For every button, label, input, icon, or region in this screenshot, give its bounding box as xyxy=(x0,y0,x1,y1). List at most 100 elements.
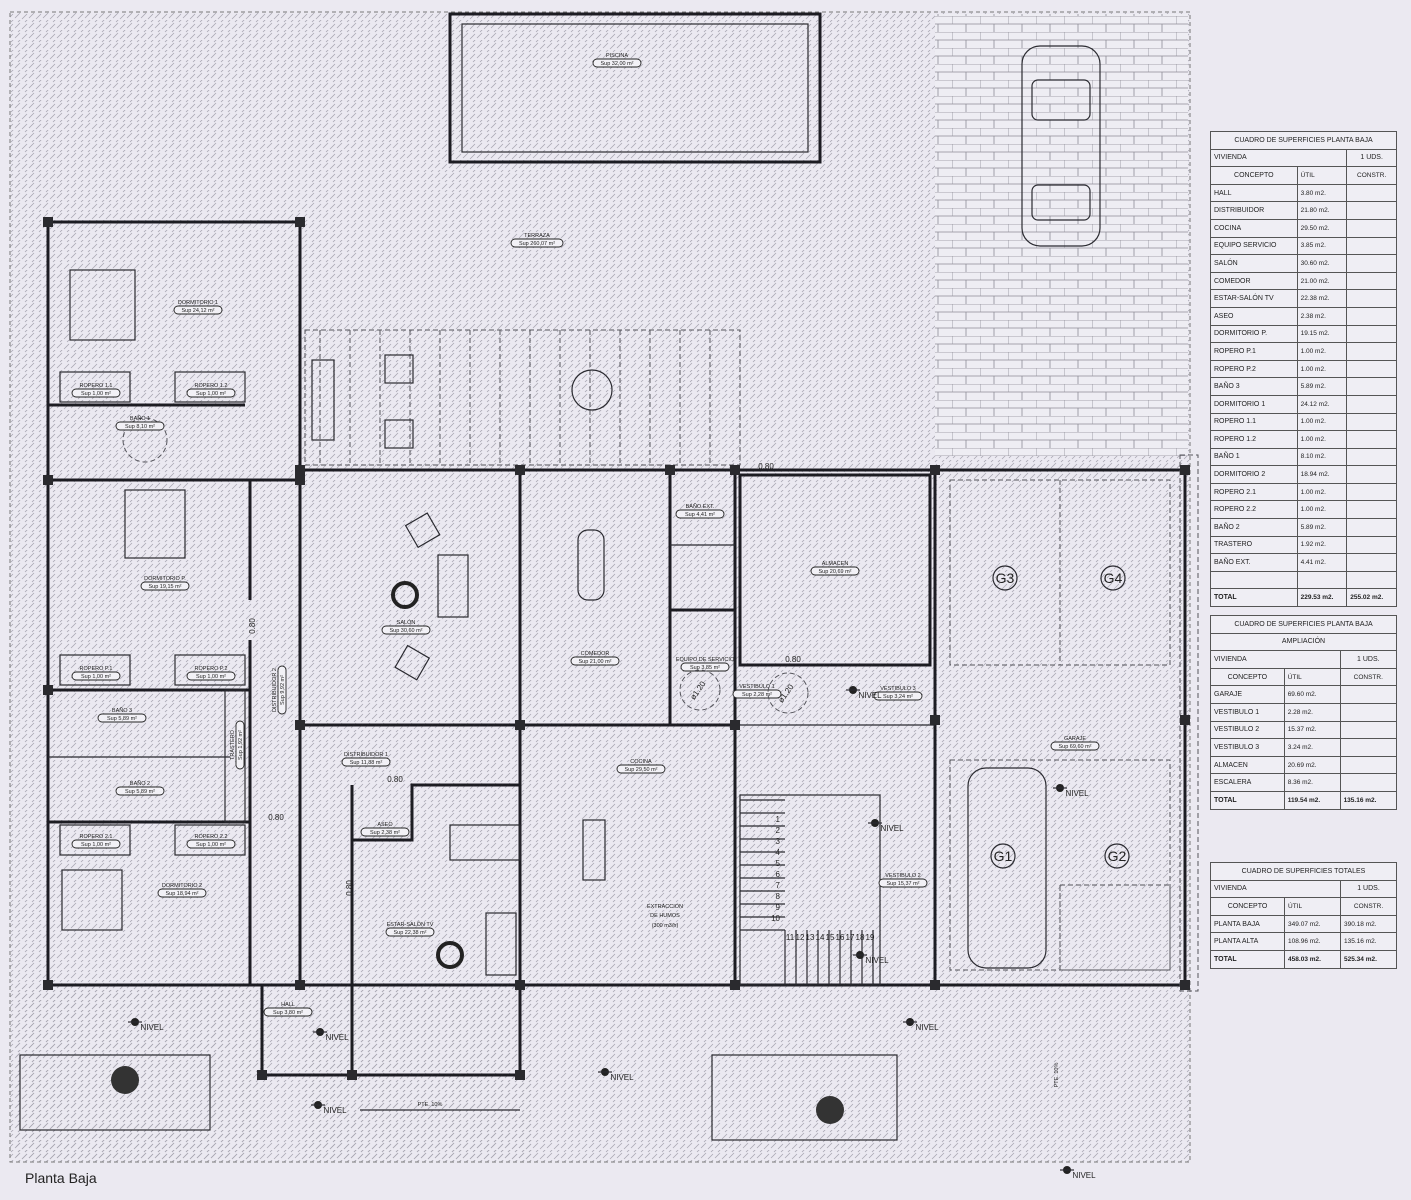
cell-constr xyxy=(1346,482,1397,502)
room-area: Sup 69,60 m² xyxy=(1058,744,1091,750)
stair-step-number: 5 xyxy=(776,859,781,868)
cell-util: 15.37 m2. xyxy=(1283,720,1341,740)
room-name: ROPERO P.2 xyxy=(195,666,228,672)
room-area: Sup 30,60 m² xyxy=(389,628,422,634)
col-concepto: CONCEPTO xyxy=(1209,897,1286,916)
armchair-icon xyxy=(404,512,441,549)
cell-constr xyxy=(1339,702,1398,722)
col-util: ÚTIL xyxy=(1283,667,1341,687)
stair-step-number: 16 xyxy=(836,933,845,942)
room-area: Sup 2,28 m² xyxy=(742,692,772,698)
cell-constr xyxy=(1346,465,1397,484)
parking-g3: G3 xyxy=(996,570,1015,586)
bed-icon xyxy=(61,869,123,931)
cell-concepto: GARAJE xyxy=(1210,685,1285,704)
kitchen-table-icon xyxy=(582,819,606,881)
area-table-planta-baja: CUADRO DE SUPERFICIES PLANTA BAJA VIVIEN… xyxy=(1209,131,1397,608)
cell-constr xyxy=(1346,412,1397,432)
cell-concepto xyxy=(1210,570,1298,590)
cell-util: 30.60 m2. xyxy=(1296,254,1348,273)
room-name: BAÑO EXT. xyxy=(686,503,715,510)
level-label: NIVEL xyxy=(915,1023,939,1032)
room-name: ROPERO 2.1 xyxy=(79,834,112,840)
room-area: Sup 5,89 m² xyxy=(125,789,155,795)
outdoor-armchair xyxy=(384,354,414,384)
cell-util: 8.36 m2. xyxy=(1283,773,1341,792)
room-area: Sup 1,00 m² xyxy=(81,842,111,848)
stair-step-number: 17 xyxy=(846,933,855,942)
cell-concepto: DORMITORIO P. xyxy=(1210,324,1298,344)
door-width-label: 0.80 xyxy=(248,618,257,634)
room-name: TRASTERO xyxy=(230,729,236,760)
area-table-ampliacion: CUADRO DE SUPERFICIES PLANTA BAJA AMPLIA… xyxy=(1210,615,1398,810)
terrace: TERRAZA Sup 260,07 m² xyxy=(510,233,564,248)
cell-util: 29.50 m2. xyxy=(1296,218,1348,238)
room-area: Sup 19,15 m² xyxy=(148,584,181,590)
room-area: Sup 3,85 m² xyxy=(690,665,720,671)
room-name: BAÑO 3 xyxy=(112,707,132,714)
cell-concepto: BAÑO 1 xyxy=(1210,447,1298,467)
cell-constr xyxy=(1346,359,1397,379)
cell-util: 1.00 m2. xyxy=(1296,412,1348,432)
pergola xyxy=(304,329,741,466)
parking-g2: G2 xyxy=(1108,848,1127,864)
stair-step-number: 13 xyxy=(806,933,815,942)
room-vestibulo-1: VESTIBULO 1 Sup 2,28 m² xyxy=(732,684,782,699)
room-area: Sup 5,89 m² xyxy=(107,716,137,722)
cell-constr xyxy=(1346,570,1397,590)
room-name: DORMITORIO 2 xyxy=(162,883,202,889)
cell-util: 18.94 m2. xyxy=(1296,465,1348,484)
cell-util: 349.07 m2. xyxy=(1284,914,1342,934)
cell-util: 5.89 m2. xyxy=(1296,377,1348,396)
cell-constr xyxy=(1346,518,1397,537)
stair-step-number: 9 xyxy=(776,903,781,912)
cell-constr xyxy=(1346,236,1397,256)
door-width-label: 0.80 xyxy=(268,813,284,822)
stair-step-number: 12 xyxy=(796,933,805,942)
cell-constr: 525.34 m2. xyxy=(1340,949,1397,969)
cell-util: 21.80 m2. xyxy=(1296,201,1348,220)
table-row: BAÑO EXT.4.41 m2. xyxy=(1210,553,1397,572)
cell-util: 2.38 m2. xyxy=(1296,306,1348,326)
cell-constr xyxy=(1339,720,1398,740)
furniture xyxy=(19,269,1047,1141)
cell-constr xyxy=(1346,306,1397,326)
dining-table-icon xyxy=(577,529,605,601)
room-bano-3: BAÑO 3 Sup 5,89 m² xyxy=(97,707,147,723)
structural-columns xyxy=(43,217,1190,1080)
room-name: COMEDOR xyxy=(581,651,610,657)
room-name: SALÓN xyxy=(397,619,416,626)
room-name: EQUIPO DE SERVICIO xyxy=(676,657,735,663)
room-name: HALL xyxy=(281,1002,295,1008)
turning-circle xyxy=(122,417,168,463)
level-label: NIVEL xyxy=(1072,1171,1096,1180)
cell-concepto: EQUIPO SERVICIO xyxy=(1210,236,1298,256)
cell-concepto: ROPERO P.2 xyxy=(1210,359,1298,379)
room-name: VESTIBULO 1 xyxy=(739,684,774,690)
table-title: CUADRO DE SUPERFICIES PLANTA BAJA xyxy=(1210,615,1397,634)
col-constr: CONSTR. xyxy=(1340,897,1397,916)
cell-util: 20.69 m2. xyxy=(1283,755,1341,775)
cell-concepto: BAÑO 3 xyxy=(1210,377,1298,396)
col-util: ÚTIL xyxy=(1296,166,1348,185)
level-label: NIVEL xyxy=(610,1073,634,1082)
cell-util: 69.60 m2. xyxy=(1283,685,1341,704)
planter xyxy=(711,1054,898,1141)
cell-util: 5.89 m2. xyxy=(1296,518,1348,537)
plant-icon xyxy=(111,1066,139,1094)
rug-icon xyxy=(436,941,464,969)
table-row xyxy=(1210,570,1397,590)
cell-util: 22.38 m2. xyxy=(1296,289,1348,308)
